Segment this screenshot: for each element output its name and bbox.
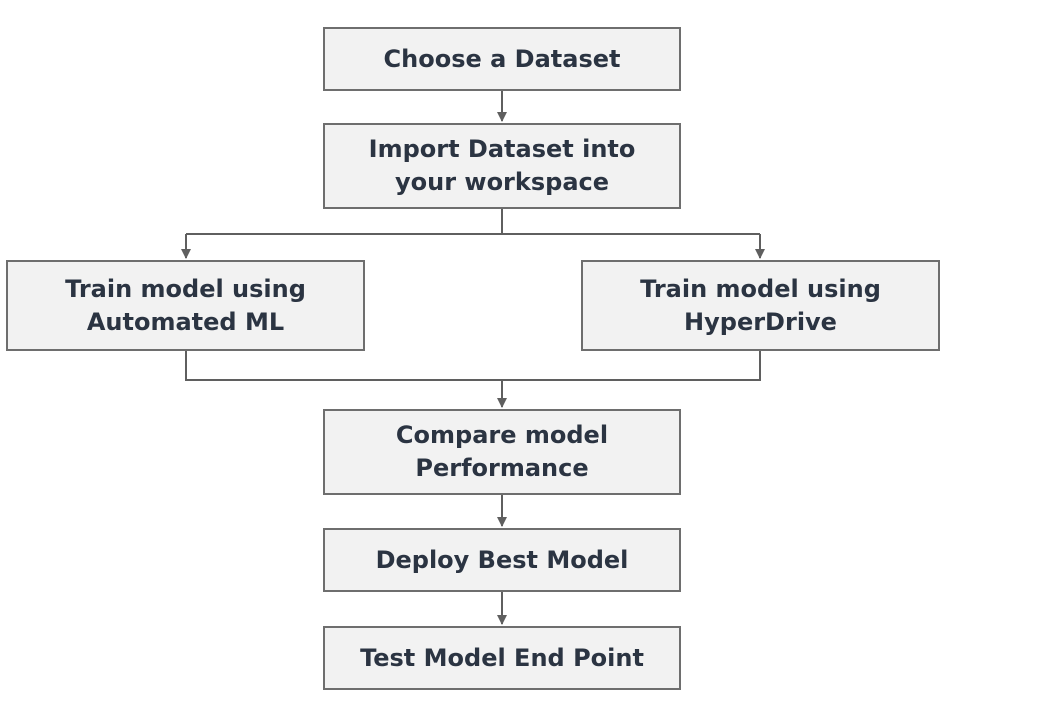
node-label: Compare model Performance [395, 421, 609, 482]
edge-merge-lines [185, 351, 761, 381]
node-test-endpoint: Test Model End Point [323, 626, 681, 690]
node-import-dataset: Import Dataset into your workspace [323, 123, 681, 209]
node-train-hyperdrive: Train model using HyperDrive [581, 260, 940, 351]
node-label: Train model using HyperDrive [640, 274, 881, 336]
node-label: Import Dataset into your workspace [368, 135, 636, 196]
node-compare-performance: Compare model Performance [323, 409, 681, 495]
node-label: Choose a Dataset [383, 44, 621, 73]
node-train-automl: Train model using Automated ML [6, 260, 365, 351]
node-label: Train model using Automated ML [65, 274, 306, 336]
node-label: Deploy Best Model [375, 545, 629, 574]
node-deploy-best-model: Deploy Best Model [323, 528, 681, 592]
node-label: Test Model End Point [360, 643, 644, 672]
node-choose-dataset: Choose a Dataset [323, 27, 681, 91]
